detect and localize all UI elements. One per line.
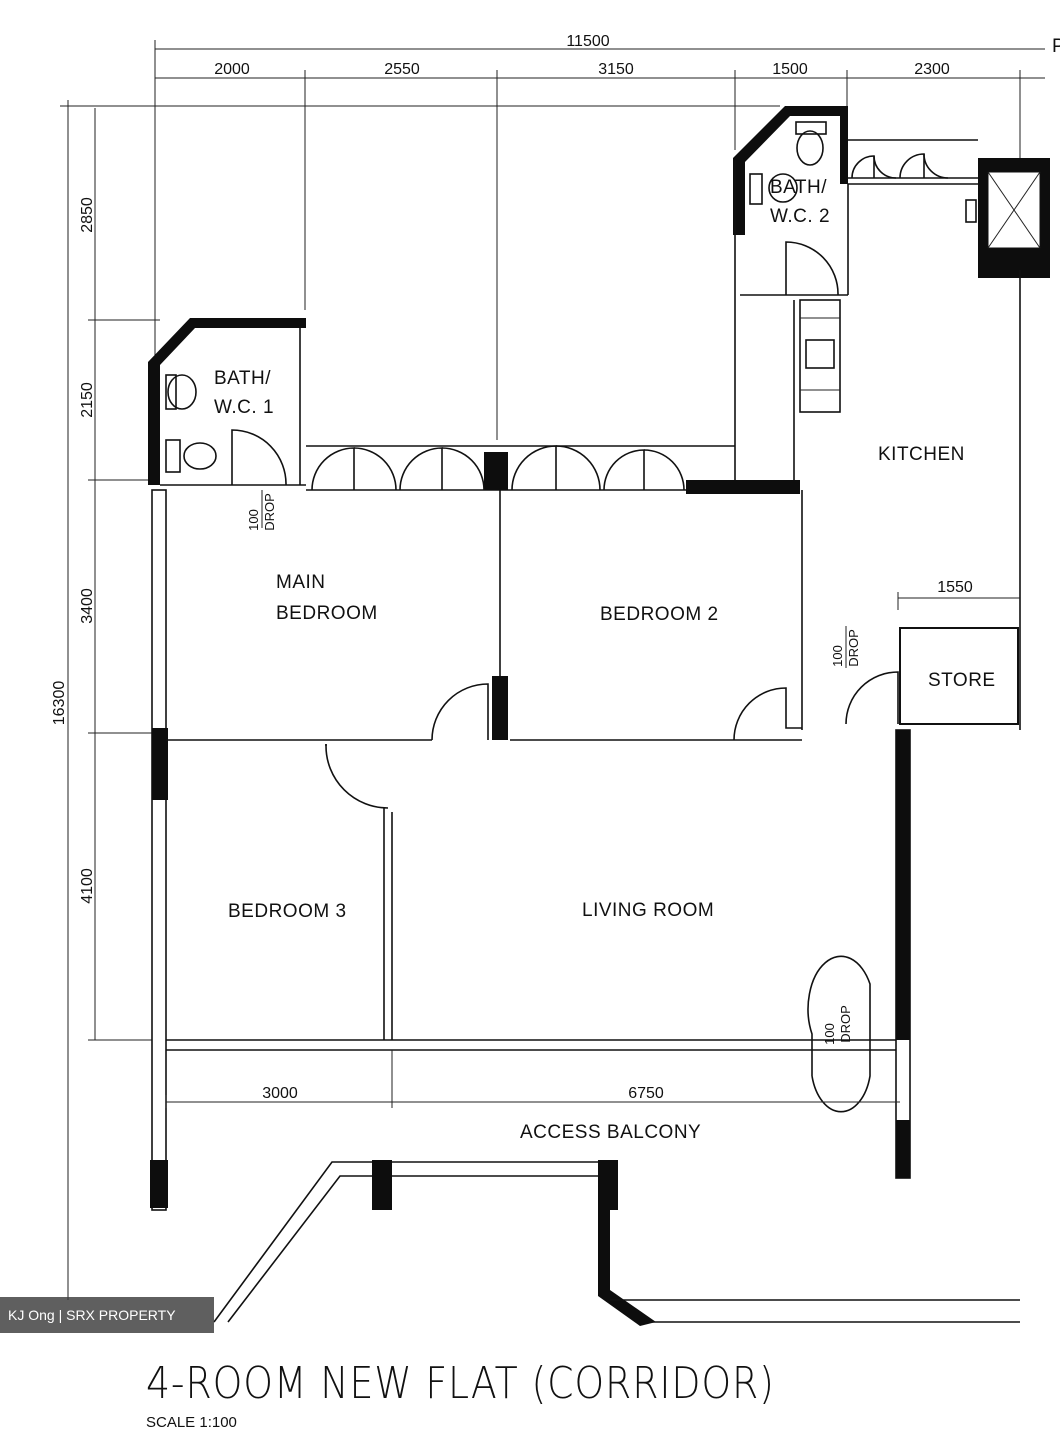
plan-scale: SCALE 1:100 bbox=[146, 1414, 237, 1431]
watermark: KJ Ong | SRX PROPERTY bbox=[0, 1297, 214, 1333]
dim-overall-width: 11500 bbox=[566, 33, 609, 50]
bedroom2-label: BEDROOM 2 bbox=[600, 604, 719, 625]
dim-top-1: 2000 bbox=[214, 61, 250, 78]
bedroom-walls: MAIN BEDROOM BEDROOM 2 bbox=[150, 445, 802, 1211]
dim-store-width: 1550 bbox=[937, 579, 973, 596]
dim-top-2: 2550 bbox=[384, 61, 420, 78]
bath-wc-1: BATH/ W.C. 1 100 DROP bbox=[148, 318, 306, 531]
dim-left-1: 2850 bbox=[79, 197, 96, 233]
store: STORE 100 DROP bbox=[830, 626, 1019, 725]
main-bedroom-label-2: BEDROOM bbox=[276, 603, 378, 624]
kitchen-label: KITCHEN bbox=[878, 444, 965, 465]
bath2-label-1: BATH/ bbox=[770, 177, 827, 198]
dim-top-4: 1500 bbox=[772, 61, 808, 78]
bath-wc-2: BATH/ W.C. 2 bbox=[733, 106, 849, 490]
plan-title: 4-ROOM NEW FLAT (CORRIDOR) bbox=[146, 1358, 775, 1409]
drop-label-1b: DROP bbox=[262, 493, 277, 531]
service-yard bbox=[848, 139, 1050, 730]
dim-bottom-2: 6750 bbox=[628, 1085, 664, 1102]
top-dimensions: 11500 2000 2550 3150 1500 2300 P bbox=[154, 33, 1060, 480]
main-bedroom-label-1: MAIN bbox=[276, 572, 326, 593]
drop-label-2a: 100 bbox=[830, 645, 845, 667]
bath2-label-2: W.C. 2 bbox=[770, 206, 830, 227]
dim-left-2: 2150 bbox=[79, 382, 96, 418]
bath1-label-2: W.C. 1 bbox=[214, 397, 274, 418]
dim-overall-depth: 16300 bbox=[51, 681, 68, 726]
bedroom3-label: BEDROOM 3 bbox=[228, 901, 347, 922]
left-dimensions: 2850 2150 3400 4100 16300 bbox=[51, 100, 780, 1300]
balcony: 3000 6750 ACCESS BALCONY bbox=[165, 1050, 1020, 1326]
store-label: STORE bbox=[928, 670, 996, 691]
living-area: BEDROOM 3 LIVING ROOM 100 DROP bbox=[166, 729, 911, 1179]
living-room-label: LIVING ROOM bbox=[582, 900, 714, 921]
dim-top-3: 3150 bbox=[598, 61, 634, 78]
dim-left-4: 4100 bbox=[79, 868, 96, 904]
drop-label-2b: DROP bbox=[846, 629, 861, 667]
access-balcony-label: ACCESS BALCONY bbox=[520, 1122, 701, 1143]
drop-label-3b: DROP bbox=[838, 1005, 853, 1043]
drop-label-3a: 100 bbox=[822, 1023, 837, 1045]
bath1-label-1: BATH/ bbox=[214, 368, 271, 389]
drop-label-1a: 100 bbox=[246, 509, 261, 531]
corner-mark: P bbox=[1052, 36, 1060, 57]
dim-bottom-1: 3000 bbox=[262, 1085, 298, 1102]
dim-top-5: 2300 bbox=[914, 61, 950, 78]
kitchen: KITCHEN 1550 bbox=[793, 299, 1020, 730]
dim-left-3: 3400 bbox=[79, 588, 96, 624]
